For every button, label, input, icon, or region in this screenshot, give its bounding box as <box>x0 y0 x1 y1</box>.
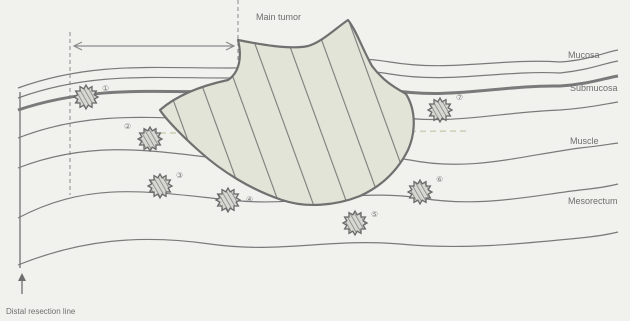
deposit-2-nodule <box>138 127 162 151</box>
deposit-2-label: ② <box>124 122 131 131</box>
deposit-5-label: ⑤ <box>371 210 378 219</box>
deposit-6-nodule <box>408 180 432 204</box>
distal-resection-arrow <box>18 273 26 294</box>
deposit-7-nodule <box>428 98 452 122</box>
label-distal-resection-line: Distal resection line <box>6 307 76 316</box>
label-muscle: Muscle <box>570 136 599 146</box>
deposit-4: ④ <box>216 188 253 212</box>
deposit-6-label: ⑥ <box>436 175 443 184</box>
deposit-7-label: ⑦ <box>456 93 463 102</box>
label-mucosa: Mucosa <box>568 50 600 60</box>
label-mesorectum: Mesorectum <box>568 196 618 206</box>
outer-boundary-line <box>18 232 618 265</box>
main-tumor-shape <box>160 20 414 205</box>
deposit-4-nodule <box>216 188 240 212</box>
deposit-5: ⑤ <box>343 210 378 235</box>
label-submucosa: Submucosa <box>570 83 618 93</box>
deposit-3-label: ③ <box>176 171 183 180</box>
deposit-1-nodule <box>74 85 98 109</box>
deposit-4-label: ④ <box>246 195 253 204</box>
deposit-2: ② <box>124 122 162 151</box>
deposit-5-nodule <box>343 211 367 235</box>
deposit-7: ⑦ <box>428 93 463 122</box>
margin-arrow <box>74 42 234 50</box>
deposit-3-nodule <box>148 174 172 198</box>
deposit-1: ① <box>74 84 109 109</box>
deposit-1-label: ① <box>102 84 109 93</box>
deposit-6: ⑥ <box>408 175 443 204</box>
deposit-3: ③ <box>148 171 183 198</box>
label-main-tumor: Main tumor <box>256 12 301 22</box>
